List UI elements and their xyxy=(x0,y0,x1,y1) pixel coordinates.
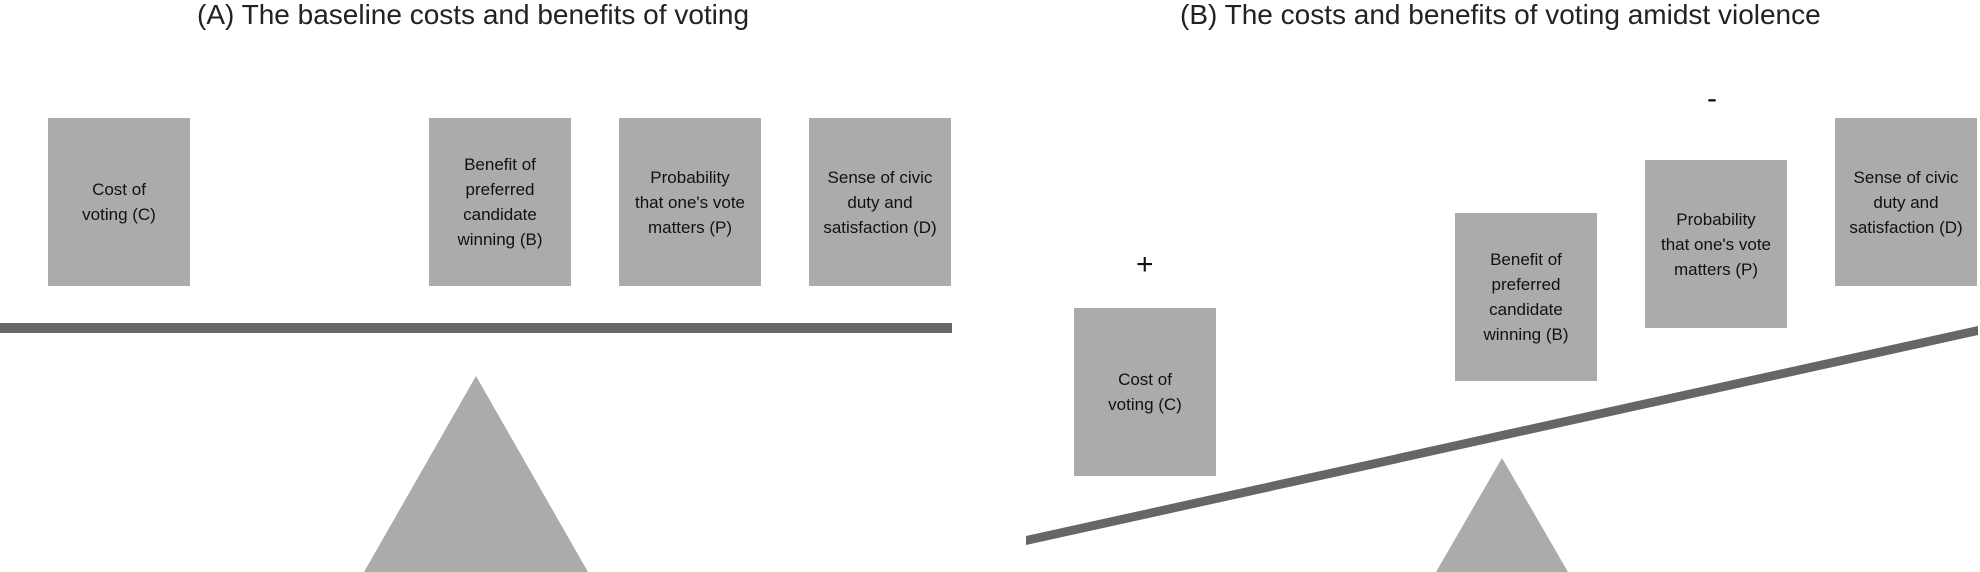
panel-b-duty-box: Sense of civic duty and satisfaction (D) xyxy=(1835,118,1977,286)
panel-a-benefit-label: Benefit of preferred candidate winning (… xyxy=(457,155,543,249)
panel-b-benefit-label: Benefit of preferred candidate winning (… xyxy=(1483,250,1569,344)
panel-a-probability-label: Probability that one's vote matters (P) xyxy=(634,167,746,237)
panel-a-title: (A) The baseline costs and benefits of v… xyxy=(197,0,750,30)
panel-a-probability-box: Probability that one's vote matters (P) xyxy=(619,118,761,286)
panel-a-duty-box: Sense of civic duty and satisfaction (D) xyxy=(809,118,951,286)
panel-a-duty-label: Sense of civic duty and satisfaction (D) xyxy=(823,167,937,237)
panel-a-cost-box: Cost of voting (C) xyxy=(48,118,190,286)
panel-b-beam xyxy=(1026,326,1978,545)
panel-a-fulcrum xyxy=(364,376,588,572)
panel-a-cost-label: Cost of voting (C) xyxy=(82,180,156,224)
panel-b-probability-box: Probability that one's vote matters (P) xyxy=(1645,160,1787,328)
panel-b-cost-box: Cost of voting (C) xyxy=(1074,308,1216,476)
panel-a-beam xyxy=(0,323,952,333)
panel-b-duty-label: Sense of civic duty and satisfaction (D) xyxy=(1849,167,1963,237)
panel-b-fulcrum xyxy=(1436,458,1568,572)
panel-b-benefit-box: Benefit of preferred candidate winning (… xyxy=(1455,213,1597,381)
panel-a-benefit-box: Benefit of preferred candidate winning (… xyxy=(429,118,571,286)
panel-b-title: (B) The costs and benefits of voting ami… xyxy=(1180,0,1821,30)
panel-b-cost-label: Cost of voting (C) xyxy=(1108,370,1182,414)
panel-b-cost-plus-sign: + xyxy=(1136,248,1154,281)
panel-b-probability-minus-sign: - xyxy=(1707,82,1717,115)
panel-b-probability-label: Probability that one's vote matters (P) xyxy=(1660,209,1772,279)
